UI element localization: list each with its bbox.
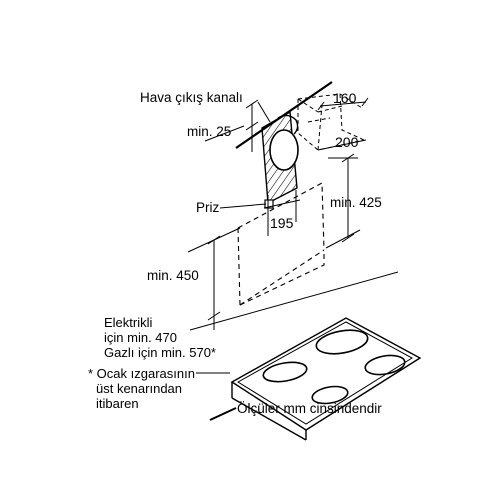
dim-min450 [187, 227, 399, 331]
socket-label: Priz [196, 200, 220, 215]
footnote-line1: * Ocak ızgarasının [88, 366, 195, 381]
gas-clearance: Gazlı için min. 570* [104, 345, 216, 360]
duct-box [297, 93, 365, 151]
footnote-line2: üst kenarından [96, 381, 183, 396]
electric-clearance-line2: için min. 470 [104, 330, 177, 345]
footnote-line3: itibaren [96, 396, 139, 411]
dim-min25 [245, 99, 259, 152]
dim-195-label: 195 [270, 215, 294, 231]
dim-160-label: 160 [333, 90, 357, 106]
dim-min425-label: min. 425 [330, 195, 382, 210]
dim-min450-label: min. 450 [147, 268, 199, 283]
dim-200-label: 200 [335, 134, 359, 150]
chimney [261, 110, 299, 205]
dim-160 [317, 97, 369, 111]
duct-label: Hava çıkış kanalı [140, 90, 243, 105]
dim-195 [263, 190, 301, 236]
electric-clearance-line1: Elektrikli [104, 315, 153, 330]
dim-min25-label: min. 25 [187, 124, 232, 139]
dim-200 [317, 139, 367, 151]
units-note: Ölçüler mm cinsindendir [237, 401, 382, 416]
duct-leader [257, 101, 271, 123]
socket [219, 199, 274, 209]
cooktop [209, 317, 422, 441]
hood-outline [237, 182, 325, 306]
dim-min425 [325, 153, 361, 249]
